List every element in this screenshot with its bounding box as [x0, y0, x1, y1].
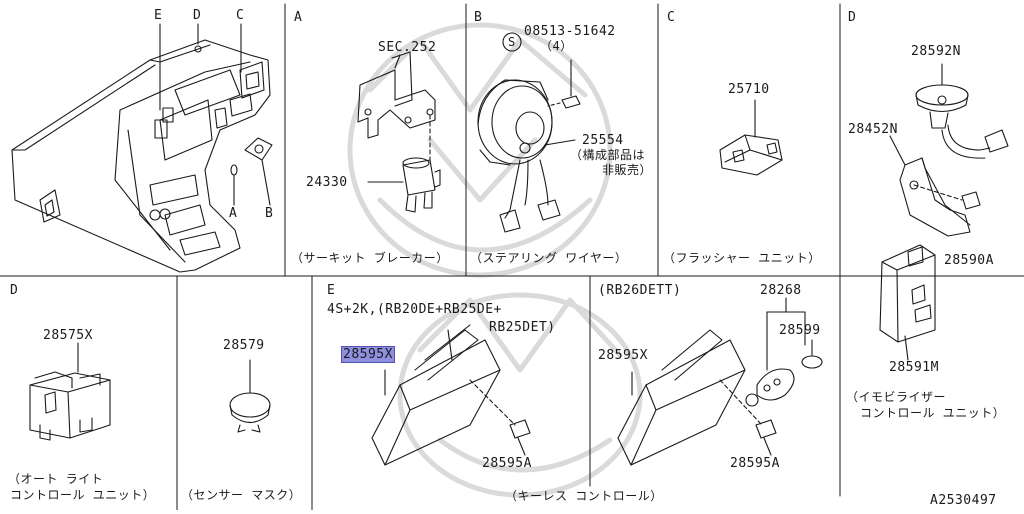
immobilizer-drawing: [879, 63, 1009, 361]
part-28590a: 28590A: [944, 253, 994, 268]
variant-line1: 4S+2K,(RB20DE+RB25DE+: [327, 302, 502, 317]
keyless-caption: （キーレス コントロール）: [505, 489, 663, 503]
panel-a-letter: A: [294, 10, 303, 25]
auto-light-caption-line1: （オート ライト: [8, 472, 104, 486]
sensor-mask-caption: （センサー マスク）: [181, 488, 302, 502]
bolt-quantity: （4）: [540, 39, 573, 53]
part-25554: 25554: [582, 133, 624, 148]
circuit-breaker-drawing: [357, 51, 441, 213]
standard-part-symbol: [502, 32, 522, 52]
panel-e-letter: E: [327, 283, 336, 298]
panel-a-caption: （サーキット ブレーカー）: [291, 251, 449, 265]
flasher-unit-drawing: [719, 99, 783, 176]
part-08513-51642: 08513-51642: [524, 24, 616, 39]
overview-label-d: D: [193, 8, 202, 23]
panel-d-right-letter: D: [848, 10, 857, 25]
panel-d-left-letter: D: [10, 283, 19, 298]
steering-wire-drawing: [477, 32, 581, 233]
auto-light-unit-drawing: [29, 342, 111, 441]
immobilizer-caption-line2: コントロール ユニット）: [860, 406, 1006, 420]
panel-c-letter: C: [667, 10, 676, 25]
overview-label-e: E: [154, 8, 163, 23]
keyless-unit-left-drawing: [371, 324, 531, 466]
dashboard-overview-drawing: [11, 23, 273, 273]
part-28452n: 28452N: [848, 122, 898, 137]
part-28595a-right: 28595A: [730, 456, 780, 471]
part-28599: 28599: [779, 323, 821, 338]
part-28268: 28268: [760, 283, 802, 298]
panel-b-caption: （ステアリング ワイヤー）: [470, 251, 628, 265]
panel-b-letter: B: [474, 10, 483, 25]
watermark-logo: [347, 22, 643, 498]
part-28579: 28579: [223, 338, 265, 353]
part-24330: 24330: [306, 175, 348, 190]
note-not-sold-line2: 非販売）: [602, 163, 653, 177]
overview-label-a: A: [229, 206, 238, 221]
part-28595a-left: 28595A: [482, 456, 532, 471]
immobilizer-caption-line1: （イモビライザー: [846, 390, 947, 404]
part-25710: 25710: [728, 82, 770, 97]
part-28575x: 28575X: [43, 328, 93, 343]
diagram-code: A2530497: [930, 493, 997, 508]
variant-rb26dett: (RB26DETT): [598, 283, 682, 298]
variant-line2: RB25DET): [489, 320, 556, 335]
part-28591m: 28591M: [889, 360, 939, 375]
auto-light-caption-line2: コントロール ユニット）: [10, 488, 156, 502]
overview-label-c: C: [236, 8, 245, 23]
part-sec-252: SEC.252: [378, 40, 437, 55]
keyless-unit-right-drawing: [617, 297, 823, 466]
part-28595x-right: 28595X: [598, 348, 648, 363]
bolt-symbol-s: S: [508, 35, 516, 49]
note-not-sold-line1: （構成部品は: [570, 148, 646, 162]
highlighted-part-number[interactable]: 28595X: [341, 346, 395, 363]
part-28592n: 28592N: [911, 44, 961, 59]
panel-c-caption: （フラッシャー ユニット）: [663, 251, 821, 265]
panel-dividers: [0, 3, 1024, 511]
overview-label-b: B: [265, 206, 274, 221]
part-28595x-left[interactable]: 28595X: [341, 346, 395, 363]
sensor-mask-drawing: [229, 359, 271, 433]
